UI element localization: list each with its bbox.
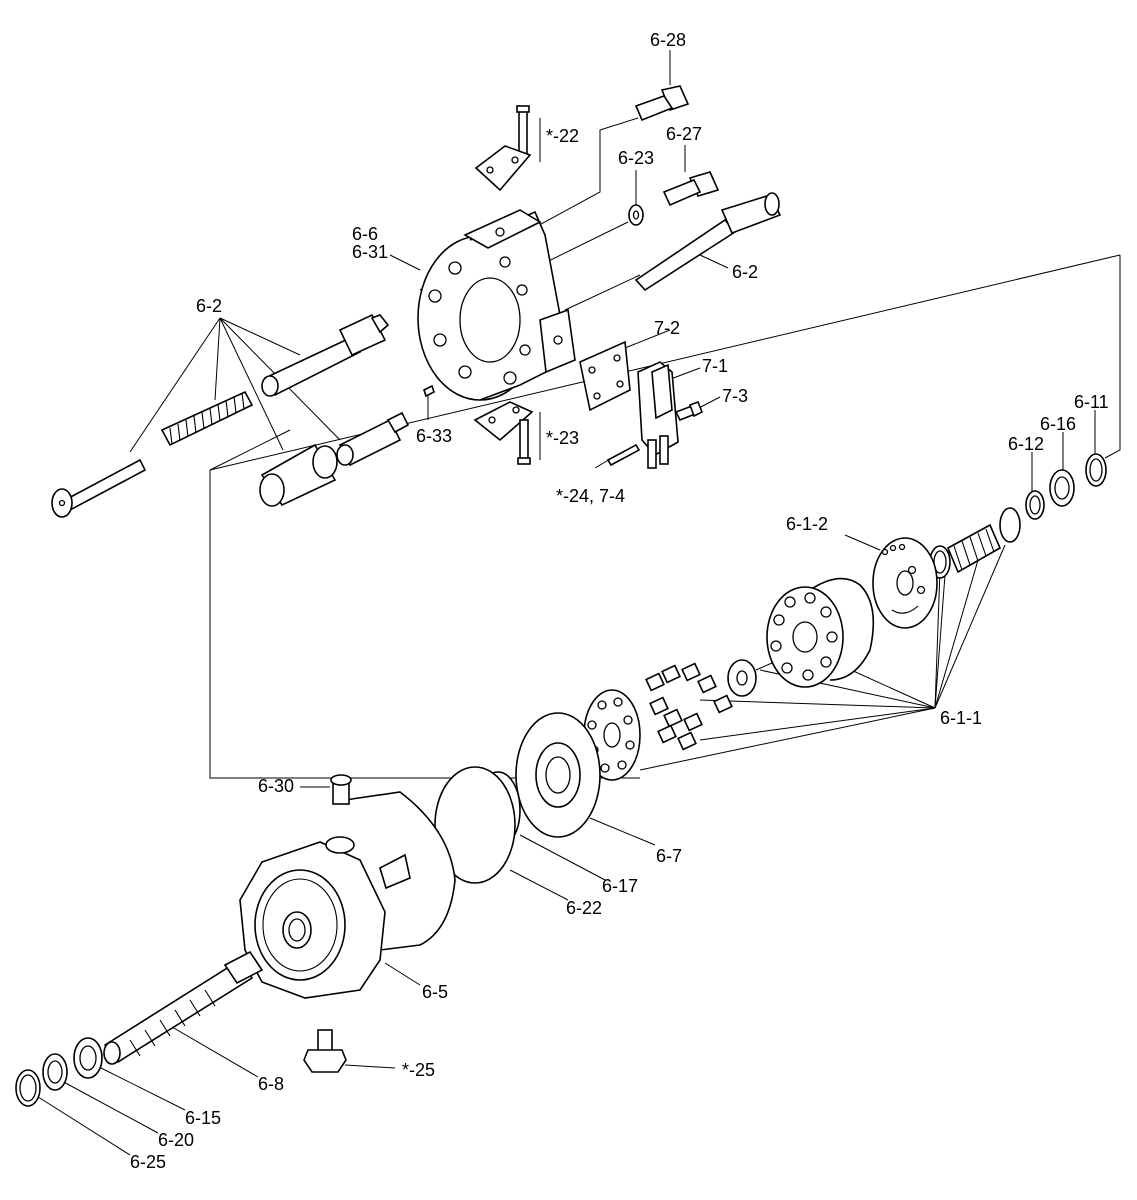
bolt-6-27	[662, 171, 720, 207]
label-6-1-2: 6-1-2	[786, 514, 828, 534]
plate-6-1-2	[872, 537, 938, 629]
bearing-6-15	[73, 1037, 103, 1079]
housing-6-6	[417, 209, 576, 401]
label-6-5: 6-5	[422, 982, 448, 1002]
shaft-6-8	[103, 950, 264, 1065]
ring-6-12	[1025, 490, 1045, 520]
gasket-6-22	[434, 766, 516, 884]
label-6-25: 6-25	[130, 1152, 166, 1172]
valve-7-1	[637, 361, 679, 469]
bearing-6-16	[1049, 469, 1075, 507]
disc-right	[999, 507, 1021, 543]
label-24-7-4: *-24, 7-4	[556, 486, 625, 506]
label-6-2-right: 6-2	[732, 262, 758, 282]
spring-right	[946, 523, 1002, 574]
ring-6-11	[1085, 453, 1107, 487]
piston-upper-left	[261, 313, 390, 397]
label-6-20: 6-20	[158, 1130, 194, 1150]
cylinder-block-6-1-1	[766, 577, 875, 688]
label-6-15: 6-15	[185, 1108, 221, 1128]
bolt-7-3	[674, 400, 704, 422]
label-6-33: 6-33	[416, 426, 452, 446]
label-6-22: 6-22	[566, 898, 602, 918]
label-23: *-23	[546, 428, 579, 448]
screw-24-7-4	[606, 443, 641, 467]
gasket-7-2	[579, 340, 631, 412]
plate-22	[474, 145, 532, 192]
spring-left	[160, 390, 254, 447]
rod-6-2-right	[634, 192, 782, 292]
label-6-30: 6-30	[258, 776, 294, 796]
piston-lower-left	[336, 411, 410, 467]
label-6-12: 6-12	[1008, 434, 1044, 454]
label-7-1: 7-1	[702, 356, 728, 376]
label-6-27: 6-27	[666, 124, 702, 144]
label-6-2-left: 6-2	[196, 296, 222, 316]
rod-6-2-left	[51, 458, 147, 518]
label-6-11: 6-11	[1074, 392, 1109, 412]
part-labels: 6-28 *-22 6-27 6-23 6-6 6-31 6-2 6-2 7-2…	[130, 30, 1109, 1172]
swash-plate-6-7	[515, 712, 601, 838]
pistons-6-1-1	[645, 662, 733, 751]
label-6-23: 6-23	[618, 148, 654, 168]
bolt-25	[303, 1029, 347, 1073]
washer-6-23	[628, 204, 644, 226]
plate-23	[473, 401, 534, 442]
casing-6-5	[239, 791, 456, 999]
label-6-31: 6-31	[352, 242, 388, 262]
label-7-3: 7-3	[722, 386, 748, 406]
snap-ring-6-25	[15, 1069, 41, 1107]
cylinder-left	[259, 443, 338, 507]
pin-6-33	[423, 384, 435, 398]
label-25: *-25	[402, 1060, 435, 1080]
spline-bushing	[727, 659, 773, 697]
label-6-17: 6-17	[602, 876, 638, 896]
ring-6-20	[42, 1053, 68, 1091]
bolt-23	[517, 412, 541, 465]
label-22: *-22	[546, 126, 579, 146]
label-6-8: 6-8	[258, 1074, 284, 1094]
label-6-6: 6-6	[352, 224, 378, 244]
label-6-1-1: 6-1-1	[940, 708, 982, 728]
plug-6-30	[330, 774, 352, 805]
label-6-28: 6-28	[650, 30, 686, 50]
label-6-7: 6-7	[656, 846, 682, 866]
label-7-2: 7-2	[654, 318, 680, 338]
bolt-6-28	[634, 85, 690, 122]
label-6-16: 6-16	[1040, 414, 1076, 434]
